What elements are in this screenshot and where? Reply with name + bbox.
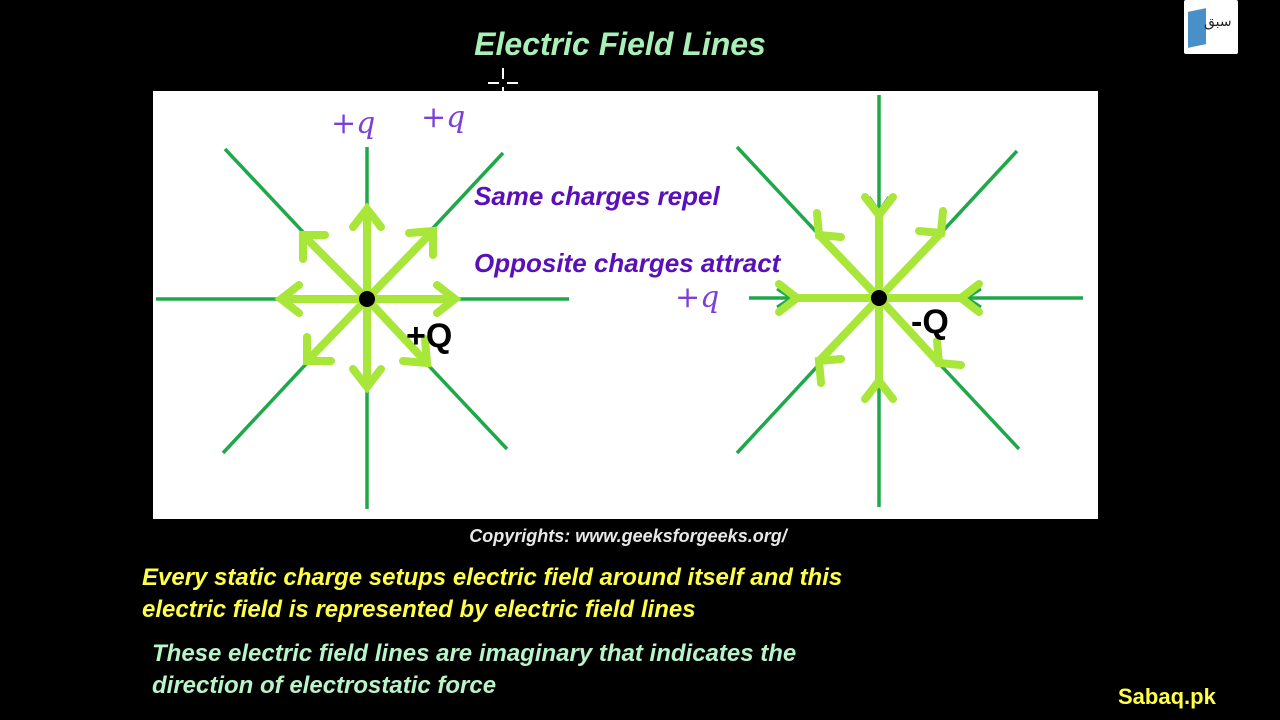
negative-charge-label: -Q [911, 303, 949, 341]
negative-arrows [775, 193, 983, 403]
positive-charge-label: +Q [406, 317, 452, 355]
paragraph-2-line-1: These electric field lines are imaginary… [152, 640, 797, 667]
opposite-charges-attract-caption: Opposite charges attract [474, 248, 782, 278]
handwritten-q-annotation-1: +q [331, 106, 375, 141]
crosshair-cursor-icon [488, 68, 518, 98]
negative-charge-field: -Q [735, 95, 1083, 507]
paragraph-2-line-2: direction of electrostatic force [152, 672, 497, 699]
positive-arrows [274, 202, 462, 394]
explanation-paragraph-1: Every static charge setups electric fiel… [142, 562, 842, 626]
logo-script: سبق [1204, 14, 1232, 30]
sabaq-logo: سبق [1184, 0, 1238, 54]
same-charges-repel-caption: Same charges repel [474, 181, 720, 211]
slide-title: Electric Field Lines [474, 26, 766, 62]
positive-charge-field: +Q [156, 147, 569, 509]
positive-charge-dot [359, 291, 375, 307]
negative-charge-dot [871, 290, 887, 306]
handwritten-q-annotation-3: +q [675, 280, 719, 315]
explanation-paragraph-2: These electric field lines are imaginary… [152, 638, 796, 702]
copyright-credit: Copyrights: www.geeksforgeeks.org/ [469, 526, 787, 546]
handwritten-q-annotation-2: +q [421, 100, 465, 135]
field-lines-diagram: +Q [153, 91, 1098, 519]
paragraph-1-line-1: Every static charge setups electric fiel… [142, 564, 843, 591]
diagram-canvas: +Q [156, 95, 1083, 509]
brand-watermark: Sabaq.pk [1118, 684, 1216, 709]
paragraph-1-line-2: electric field is represented by electri… [142, 596, 696, 623]
